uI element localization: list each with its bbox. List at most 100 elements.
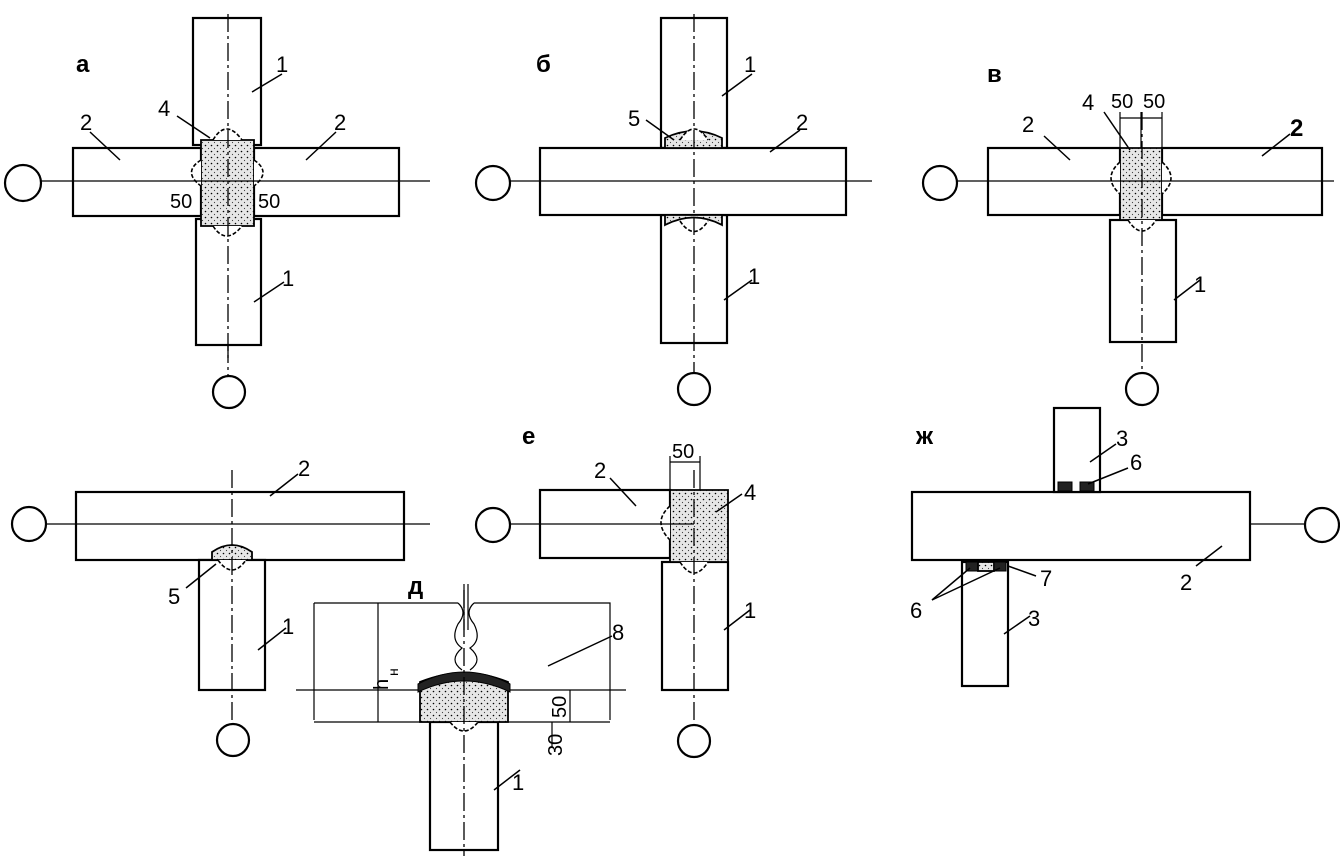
panel-b-label-1-bottom: 1: [748, 264, 760, 289]
panel-zh-leader-3-top: [1089, 443, 1117, 463]
panel-g: г 2 5 1: [10, 449, 430, 758]
panel-a-letter: а: [76, 51, 90, 78]
panel-v-label-4: 4: [1082, 90, 1094, 115]
panel-a-label-4: 4: [158, 96, 170, 121]
panel-a-label-1-top: 1: [276, 52, 288, 77]
panel-e-grout: [669, 489, 729, 563]
panel-g-label-5: 5: [168, 584, 180, 609]
panel-v-label-2-right: 2: [1290, 115, 1303, 142]
panel-g-label-2: 2: [298, 456, 310, 481]
panel-d-leader-1: [493, 769, 521, 791]
panel-a-wall-2-left: [71, 146, 203, 218]
panel-e-wall-1: [660, 560, 730, 692]
panel-a-leader-2-left: [89, 131, 121, 161]
panel-d-dim-h-sub: н: [385, 668, 401, 676]
panel-e-leader-4: [715, 493, 743, 513]
panel-a-leader-2-right: [305, 131, 337, 161]
panel-v-letter: в: [987, 61, 1002, 88]
panel-a: а 1 1 2 2 4 50 50: [3, 14, 430, 410]
panel-a-label-2-left: 2: [80, 110, 92, 135]
panel-zh-gasket-bottom-right: [993, 561, 1007, 572]
panel-zh-gasket-top-right: [1079, 481, 1095, 492]
panel-a-key-left: [190, 159, 202, 187]
panel-a-label-1-bottom: 1: [282, 266, 294, 291]
panel-d-slab-outline: [313, 602, 611, 720]
panel-d-dim-h-letter: h: [371, 679, 393, 690]
panel-g-label-1: 1: [282, 614, 294, 639]
panel-zh-wall-3-bottom: [960, 560, 1010, 688]
panel-d-label-8: 8: [612, 620, 624, 645]
panel-g-leader-2: [269, 473, 299, 497]
panel-e-leader-2: [609, 477, 637, 507]
panel-e-label-1: 1: [744, 598, 756, 623]
panel-g-letter: г: [14, 449, 24, 476]
panel-a-label-2-right: 2: [334, 110, 346, 135]
panel-d-seal-left: [454, 602, 464, 671]
panel-v-key-right: [1161, 161, 1172, 195]
panel-zh-leader-6-top: [1087, 467, 1129, 485]
panel-e-leader-1: [723, 609, 751, 631]
panel-zh-label-3-bottom: 3: [1028, 606, 1040, 631]
panel-zh-label-3-top: 3: [1116, 426, 1128, 451]
panel-b-leader-1-bottom: [723, 279, 753, 301]
panel-zh-label-2: 2: [1180, 570, 1192, 595]
panel-d-letter: д: [408, 573, 423, 600]
panel-a-leader-1-top: [251, 73, 283, 93]
panel-a-axis-bubble-left: [3, 163, 43, 203]
panel-v-grout: [1119, 147, 1163, 221]
panel-a-leader-1-bottom: [253, 281, 285, 303]
panel-e-label-4: 4: [744, 480, 756, 505]
panel-d-insulation-layer: [417, 671, 511, 693]
panel-g-leader-1: [257, 627, 287, 651]
panel-v-key-left: [1110, 161, 1121, 195]
panel-b-axis-bubble-bottom: [676, 371, 712, 407]
panel-e: е 2 4 1 50: [474, 423, 756, 759]
panel-b-grout-bottom: [664, 214, 723, 227]
panel-b-leader-2: [769, 129, 801, 153]
panel-v-leader-1: [1173, 279, 1201, 301]
panel-d-label-1: 1: [512, 770, 524, 795]
panel-zh-letter: ж: [915, 423, 934, 450]
panel-zh-wall-3-top: [1052, 406, 1102, 494]
panel-b-label-2: 2: [796, 110, 808, 135]
panel-a-key-right: [253, 159, 264, 187]
panel-zh-leader-2: [1195, 545, 1223, 567]
panel-b-leader-5: [645, 119, 675, 141]
panel-d-dim-30: 30: [545, 734, 567, 756]
panel-v-dim-right: 50: [1143, 91, 1165, 113]
panel-v-label-2-left: 2: [1022, 112, 1034, 137]
panel-zh-label-6-bottom: 6: [910, 598, 922, 623]
panel-v-leader-2-right: [1261, 133, 1291, 157]
panel-b-leader-1-top: [721, 73, 753, 97]
panel-v-leader-2-left: [1043, 135, 1071, 161]
panel-zh-leader-6-a: [931, 567, 971, 601]
panel-d-leader-8: [547, 635, 613, 667]
panel-zh-leader-3-bottom: [1003, 615, 1031, 635]
panel-zh-leader-6-b: [931, 567, 1001, 601]
panel-v-wall-1: [1108, 218, 1178, 344]
panel-a-dim-left: 50: [170, 191, 192, 213]
panel-v-label-1: 1: [1194, 272, 1206, 297]
panel-v: в 2 2 4 1 50 50: [921, 61, 1334, 407]
panel-zh-label-7: 7: [1040, 566, 1052, 591]
panel-zh-gasket-top-left: [1057, 481, 1073, 492]
panel-e-letter: е: [522, 423, 535, 450]
panel-zh-leader-7: [1007, 565, 1037, 577]
panel-a-wall-2-right: [252, 146, 401, 218]
panel-b-label-1-top: 1: [744, 52, 756, 77]
panel-a-wall-1-top: [191, 16, 263, 147]
panel-a-leader-4: [176, 115, 211, 139]
panel-b-wall-1-top: [659, 16, 729, 150]
panel-b: б 1 1 2 5: [474, 14, 872, 407]
panel-e-key-left: [660, 505, 671, 541]
panel-b-axis-bubble-left: [474, 164, 512, 202]
panel-zh-wall-2: [910, 490, 1252, 562]
panel-zh-axis-bubble-right: [1303, 506, 1340, 544]
panel-g-leader-5: [185, 563, 217, 589]
panel-e-label-2: 2: [594, 458, 606, 483]
panel-v-dim-left: 50: [1111, 91, 1133, 113]
panel-g-axis-bubble-left: [10, 505, 48, 543]
panel-e-axis-bubble-left: [474, 506, 512, 544]
panel-v-axis-bubble-bottom: [1124, 371, 1160, 407]
